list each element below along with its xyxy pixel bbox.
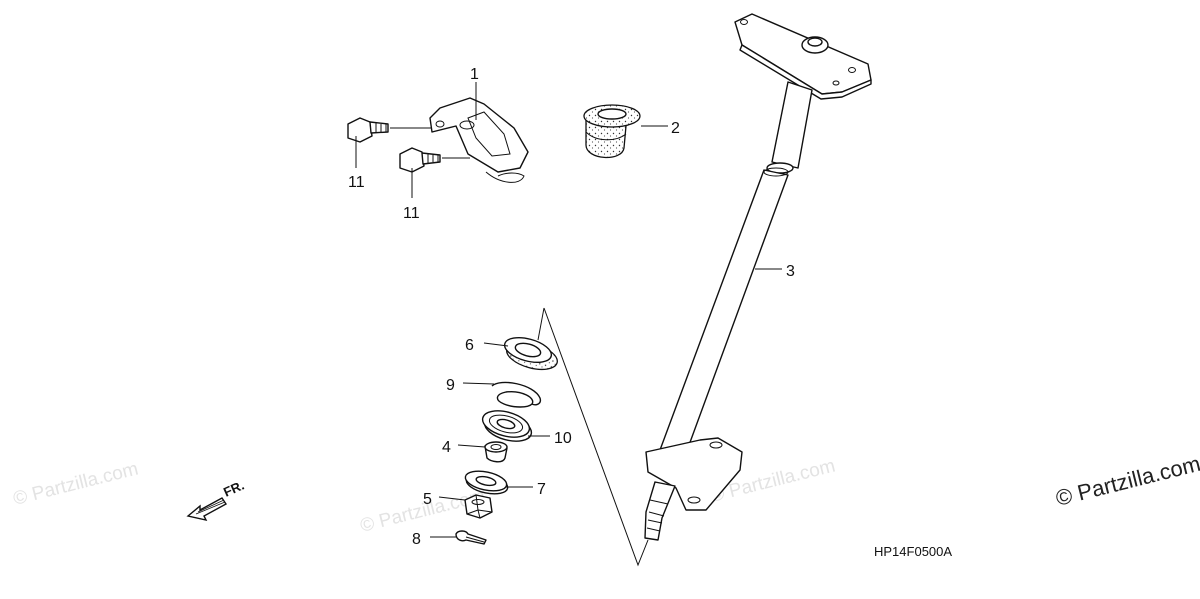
callouts: 1 2 3 4 5 6 7 8 9 10 11 11 [348,66,795,548]
callout-8[interactable]: 8 [412,531,421,548]
front-label: FR. [221,478,246,500]
watermark-text: © Partzilla.com [11,459,140,510]
bracket[interactable] [429,97,529,183]
watermark-main: © Partzilla.com [1053,451,1200,511]
callout-7[interactable]: 7 [537,481,546,498]
leader-lines [355,82,782,538]
bushing[interactable] [583,104,641,159]
bolt-upper[interactable] [347,117,389,143]
circlip[interactable] [491,381,542,408]
callout-2[interactable]: 2 [671,120,680,137]
callout-4[interactable]: 4 [442,439,451,456]
front-direction-arrow: FR. [186,478,246,522]
callout-9[interactable]: 9 [446,377,455,394]
callout-6[interactable]: 6 [465,337,474,354]
washer[interactable] [464,468,510,497]
callout-11-upper[interactable]: 11 [348,174,365,191]
oil-seal[interactable] [502,333,560,374]
bearing[interactable] [480,406,535,446]
diagram-code: HP14F0500A [874,544,952,559]
bolt-lower[interactable] [399,147,441,173]
callout-11-lower[interactable]: 11 [403,205,420,222]
cotter-pin[interactable] [455,530,487,545]
nut[interactable] [464,494,493,519]
callout-10[interactable]: 10 [554,430,572,447]
callout-5[interactable]: 5 [423,491,432,508]
callout-3[interactable]: 3 [786,263,795,280]
assembly-lines [537,307,649,567]
steering-shaft[interactable] [644,13,872,541]
collar[interactable] [484,441,508,463]
callout-1[interactable]: 1 [470,66,479,83]
